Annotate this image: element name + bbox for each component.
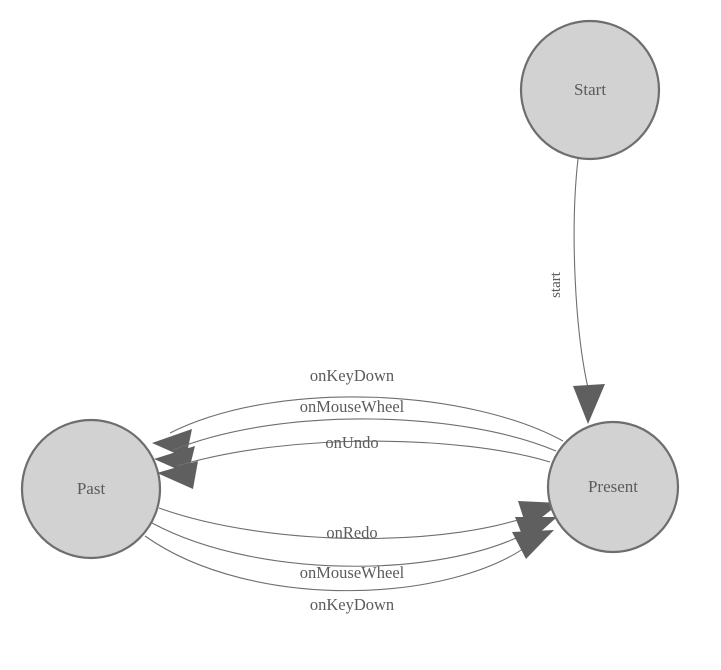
edge-start-to-present[interactable]: start [548,158,605,424]
edge-label-past-to-present-1: onRedo [326,523,377,542]
edge-path-present-to-past-2 [172,418,557,452]
edge-path-start-to-present [573,158,589,389]
node-start[interactable]: Start [519,19,661,161]
arrowhead-past-to-present-3 [512,530,554,559]
arrowhead-start-to-present [573,384,605,424]
edge-present-to-past-onundo[interactable]: onUndo [157,433,551,489]
edge-path-past-to-present-2 [151,522,538,567]
node-present-circle [546,420,680,554]
node-past-circle [20,418,162,560]
node-past-label: Past [77,479,106,498]
edge-past-to-present-onkeydown[interactable]: onKeyDown [144,530,554,614]
edge-path-past-to-present-3 [144,535,535,592]
edge-label-past-to-present-2: onMouseWheel [300,563,405,582]
edge-label-start-to-present: start [548,271,564,298]
node-present[interactable]: Present [546,420,680,554]
edge-path-present-to-past-3 [176,440,551,467]
node-start-label: Start [574,80,606,99]
edge-past-to-present-onredo[interactable]: onRedo [158,501,560,542]
edge-label-present-to-past-1: onKeyDown [310,366,394,385]
node-past[interactable]: Past [20,418,162,560]
edge-label-present-to-past-3: onUndo [325,433,378,452]
edge-path-present-to-past-1 [169,396,564,442]
arrowhead-present-to-past-3 [157,461,198,489]
node-present-label: Present [588,477,638,496]
edge-label-past-to-present-3: onKeyDown [310,595,394,614]
node-start-circle [519,19,661,161]
edge-label-present-to-past-2: onMouseWheel [300,397,405,416]
edge-path-past-to-present-1 [158,507,541,540]
